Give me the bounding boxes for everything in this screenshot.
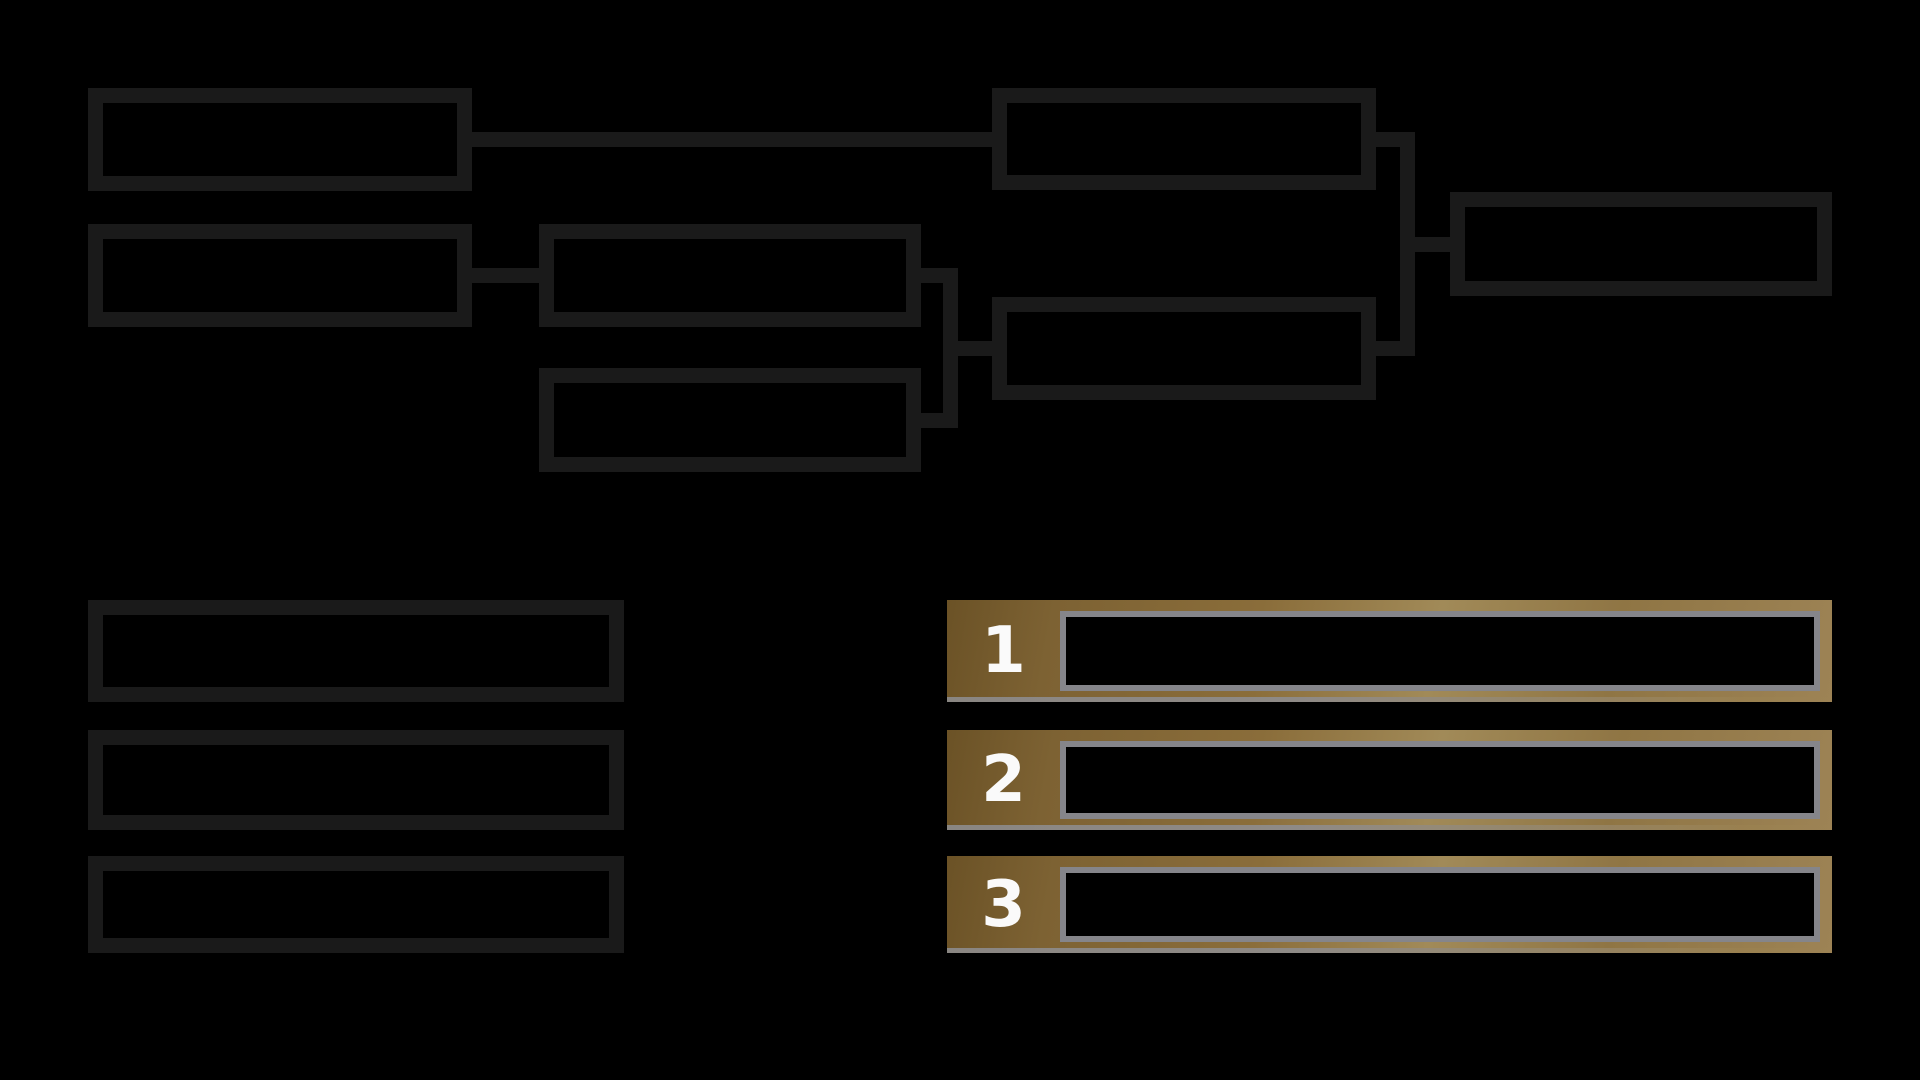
podium-row-1: 1	[947, 600, 1832, 702]
bracket-box-final[interactable]	[1450, 192, 1832, 296]
qualifier-box-3[interactable]	[88, 856, 624, 953]
podium-field-2[interactable]	[1060, 741, 1820, 819]
rank-2-number: 2	[981, 743, 1026, 817]
rank-3-number: 3	[981, 867, 1026, 942]
connector-semifinal-to-final	[1400, 237, 1450, 252]
bracket-box-round2-bottom[interactable]	[539, 368, 921, 472]
bracket-box-semifinal-top[interactable]	[992, 88, 1376, 190]
bracket-box-round1-bottom[interactable]	[88, 224, 472, 327]
podium-field-3[interactable]	[1060, 867, 1820, 942]
connector-round2-to-semifinal	[943, 341, 992, 356]
bracket-box-round1-top[interactable]	[88, 88, 472, 191]
connector-round1-top-to-semifinal	[472, 132, 992, 147]
bracket-box-semifinal-bottom[interactable]	[992, 297, 1376, 400]
rank-1-number: 1	[981, 614, 1026, 688]
qualifier-box-1[interactable]	[88, 600, 624, 702]
connector-round1-bottom-to-round2	[472, 268, 539, 283]
qualifier-box-2[interactable]	[88, 730, 624, 830]
bracket-box-round2-top[interactable]	[539, 224, 921, 327]
podium-row-3: 3	[947, 856, 1832, 953]
podium-field-1[interactable]	[1060, 611, 1820, 691]
podium-row-2: 2	[947, 730, 1832, 830]
